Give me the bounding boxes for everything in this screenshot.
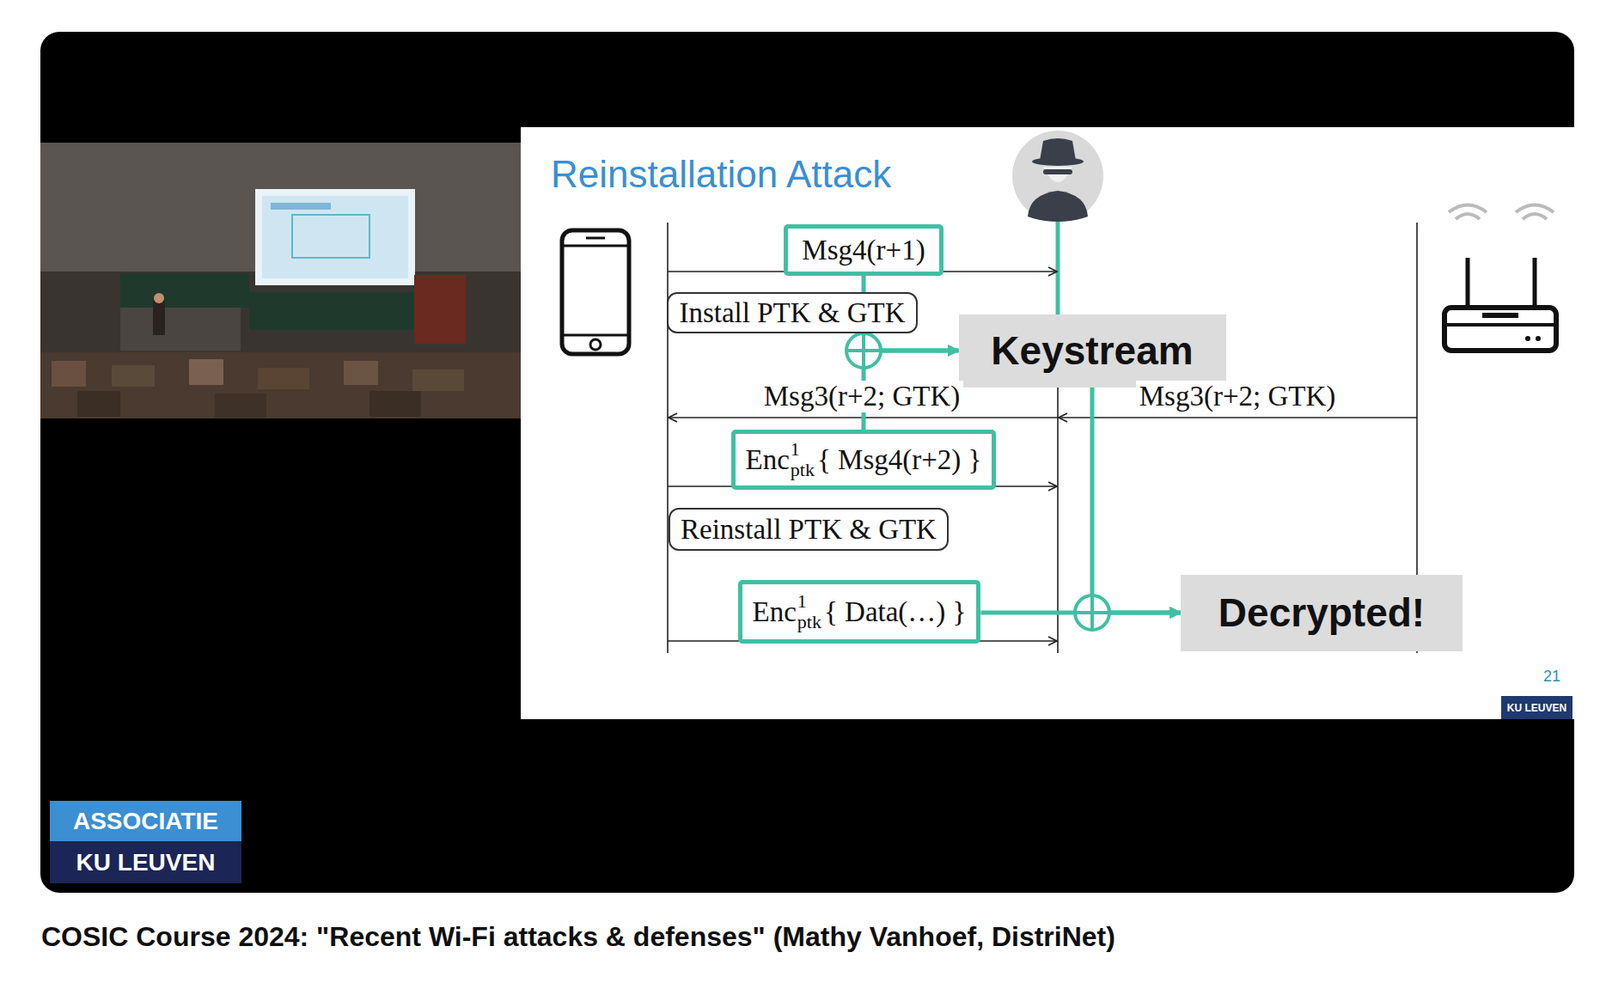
xor-symbol: [1090, 595, 1094, 630]
phone-icon: [563, 334, 628, 337]
xor-symbol: [846, 333, 881, 368]
slide-title: Reinstallation Attack: [550, 152, 892, 196]
message-label: Msg3(r+2; GTK): [1135, 380, 1340, 413]
lecture-photo: [412, 369, 465, 391]
lecture-photo: [214, 393, 267, 418]
lecture-photo: [40, 352, 521, 419]
message-box: Msg4(r+1): [783, 224, 944, 276]
flow-connector: [980, 610, 1181, 616]
lecture-photo: [343, 360, 379, 385]
lecture-photo: [40, 142, 521, 419]
xor-symbol: [1074, 595, 1110, 630]
message-label: Msg3(r+2; GTK): [760, 380, 965, 413]
node-text: Decrypted!: [1218, 589, 1425, 636]
attacker-icon: [1027, 190, 1088, 222]
lecture-photo: [369, 390, 422, 417]
lecture-photo: [270, 202, 331, 210]
lecture-photo: [120, 307, 241, 351]
router-icon: [1522, 213, 1547, 220]
message-box: Enc1ptk{ Data(…) }: [738, 580, 982, 644]
action-box: Install PTK & GTK: [666, 292, 917, 334]
router-icon: [1535, 335, 1541, 342]
nonce-superscript: 1: [797, 592, 807, 611]
phone-icon: [563, 244, 628, 248]
router-icon: [1482, 312, 1519, 318]
router-icon: [1447, 323, 1554, 327]
node-text: Install PTK & GTK: [678, 297, 905, 330]
router-icon: [1444, 205, 1557, 352]
router-icon: [1465, 257, 1471, 310]
router-icon: [1515, 205, 1554, 214]
lecture-photo: [120, 273, 250, 308]
cipher-name: Enc: [752, 596, 797, 629]
node-text: Msg4(r+1): [801, 234, 925, 267]
index-stack: 1ptk: [797, 592, 822, 632]
flow-connector: [1092, 387, 1181, 614]
message-box: Enc1ptk{ Msg4(r+2) }: [731, 429, 997, 490]
key-subscript: ptk: [790, 460, 815, 480]
attacker-icon: [1012, 130, 1104, 222]
lecture-photo: [262, 195, 409, 279]
router-icon: [1444, 307, 1557, 351]
lifelines: [1056, 222, 1059, 654]
phone-icon: [561, 230, 630, 355]
router-icon: [1448, 205, 1487, 214]
phone-icon: [561, 230, 630, 355]
nonce-superscript: 1: [790, 439, 800, 459]
slide-background: [520, 127, 1575, 720]
channel-badge: ASSOCIATIE: [49, 800, 242, 842]
node-text: Keystream: [990, 327, 1193, 374]
router-icon: [1525, 335, 1531, 342]
lecture-photo: [152, 300, 165, 336]
message-text: { Data(…) }: [824, 596, 966, 629]
lecture-photo: [51, 360, 86, 387]
attacker-icon: [1032, 157, 1084, 166]
key-subscript: ptk: [797, 612, 822, 632]
xor-symbol: [846, 333, 881, 368]
lecture-photo: [255, 189, 416, 286]
router-icon: [1455, 213, 1480, 220]
lecture-photo: [189, 359, 224, 385]
lecture-photo: [249, 292, 415, 330]
router-icon: [1532, 257, 1538, 310]
phone-icon: [590, 339, 601, 350]
slide-number: 21: [1543, 667, 1561, 686]
lifelines: [666, 222, 669, 654]
lecture-photo: [40, 142, 521, 419]
lecture-photo: [257, 367, 310, 390]
lecture-photo: [111, 365, 155, 387]
attacker-icon: [1012, 130, 1104, 222]
lecture-photo: [414, 274, 466, 344]
university-badge: KU LEUVEN: [1501, 696, 1573, 720]
callout-box: Keystream: [958, 314, 1227, 388]
cipher-name: Enc: [745, 444, 790, 477]
attacker-icon: [1043, 166, 1073, 183]
lecture-photo: [77, 390, 121, 417]
phone-icon: [586, 237, 605, 240]
video-title: COSIC Course 2024: "Recent Wi-Fi attacks…: [41, 921, 1116, 953]
attacker-icon: [1043, 169, 1073, 175]
lecture-photo: [153, 293, 165, 304]
message-arrows: [1058, 416, 1417, 419]
attacker-line: [1056, 221, 1061, 315]
message-text: { Msg4(r+2) }: [817, 444, 982, 477]
xor-symbol: [1074, 595, 1110, 630]
node-text: Reinstall PTK & GTK: [680, 513, 937, 546]
lecture-photo: [292, 214, 370, 258]
channel-badge: KU LEUVEN: [49, 841, 242, 884]
index-stack: 1ptk: [790, 439, 815, 480]
callout-box: Decrypted!: [1180, 574, 1463, 652]
video-background: [40, 31, 1575, 893]
xor-symbol: [861, 333, 866, 368]
action-box: Reinstall PTK & GTK: [668, 507, 949, 551]
